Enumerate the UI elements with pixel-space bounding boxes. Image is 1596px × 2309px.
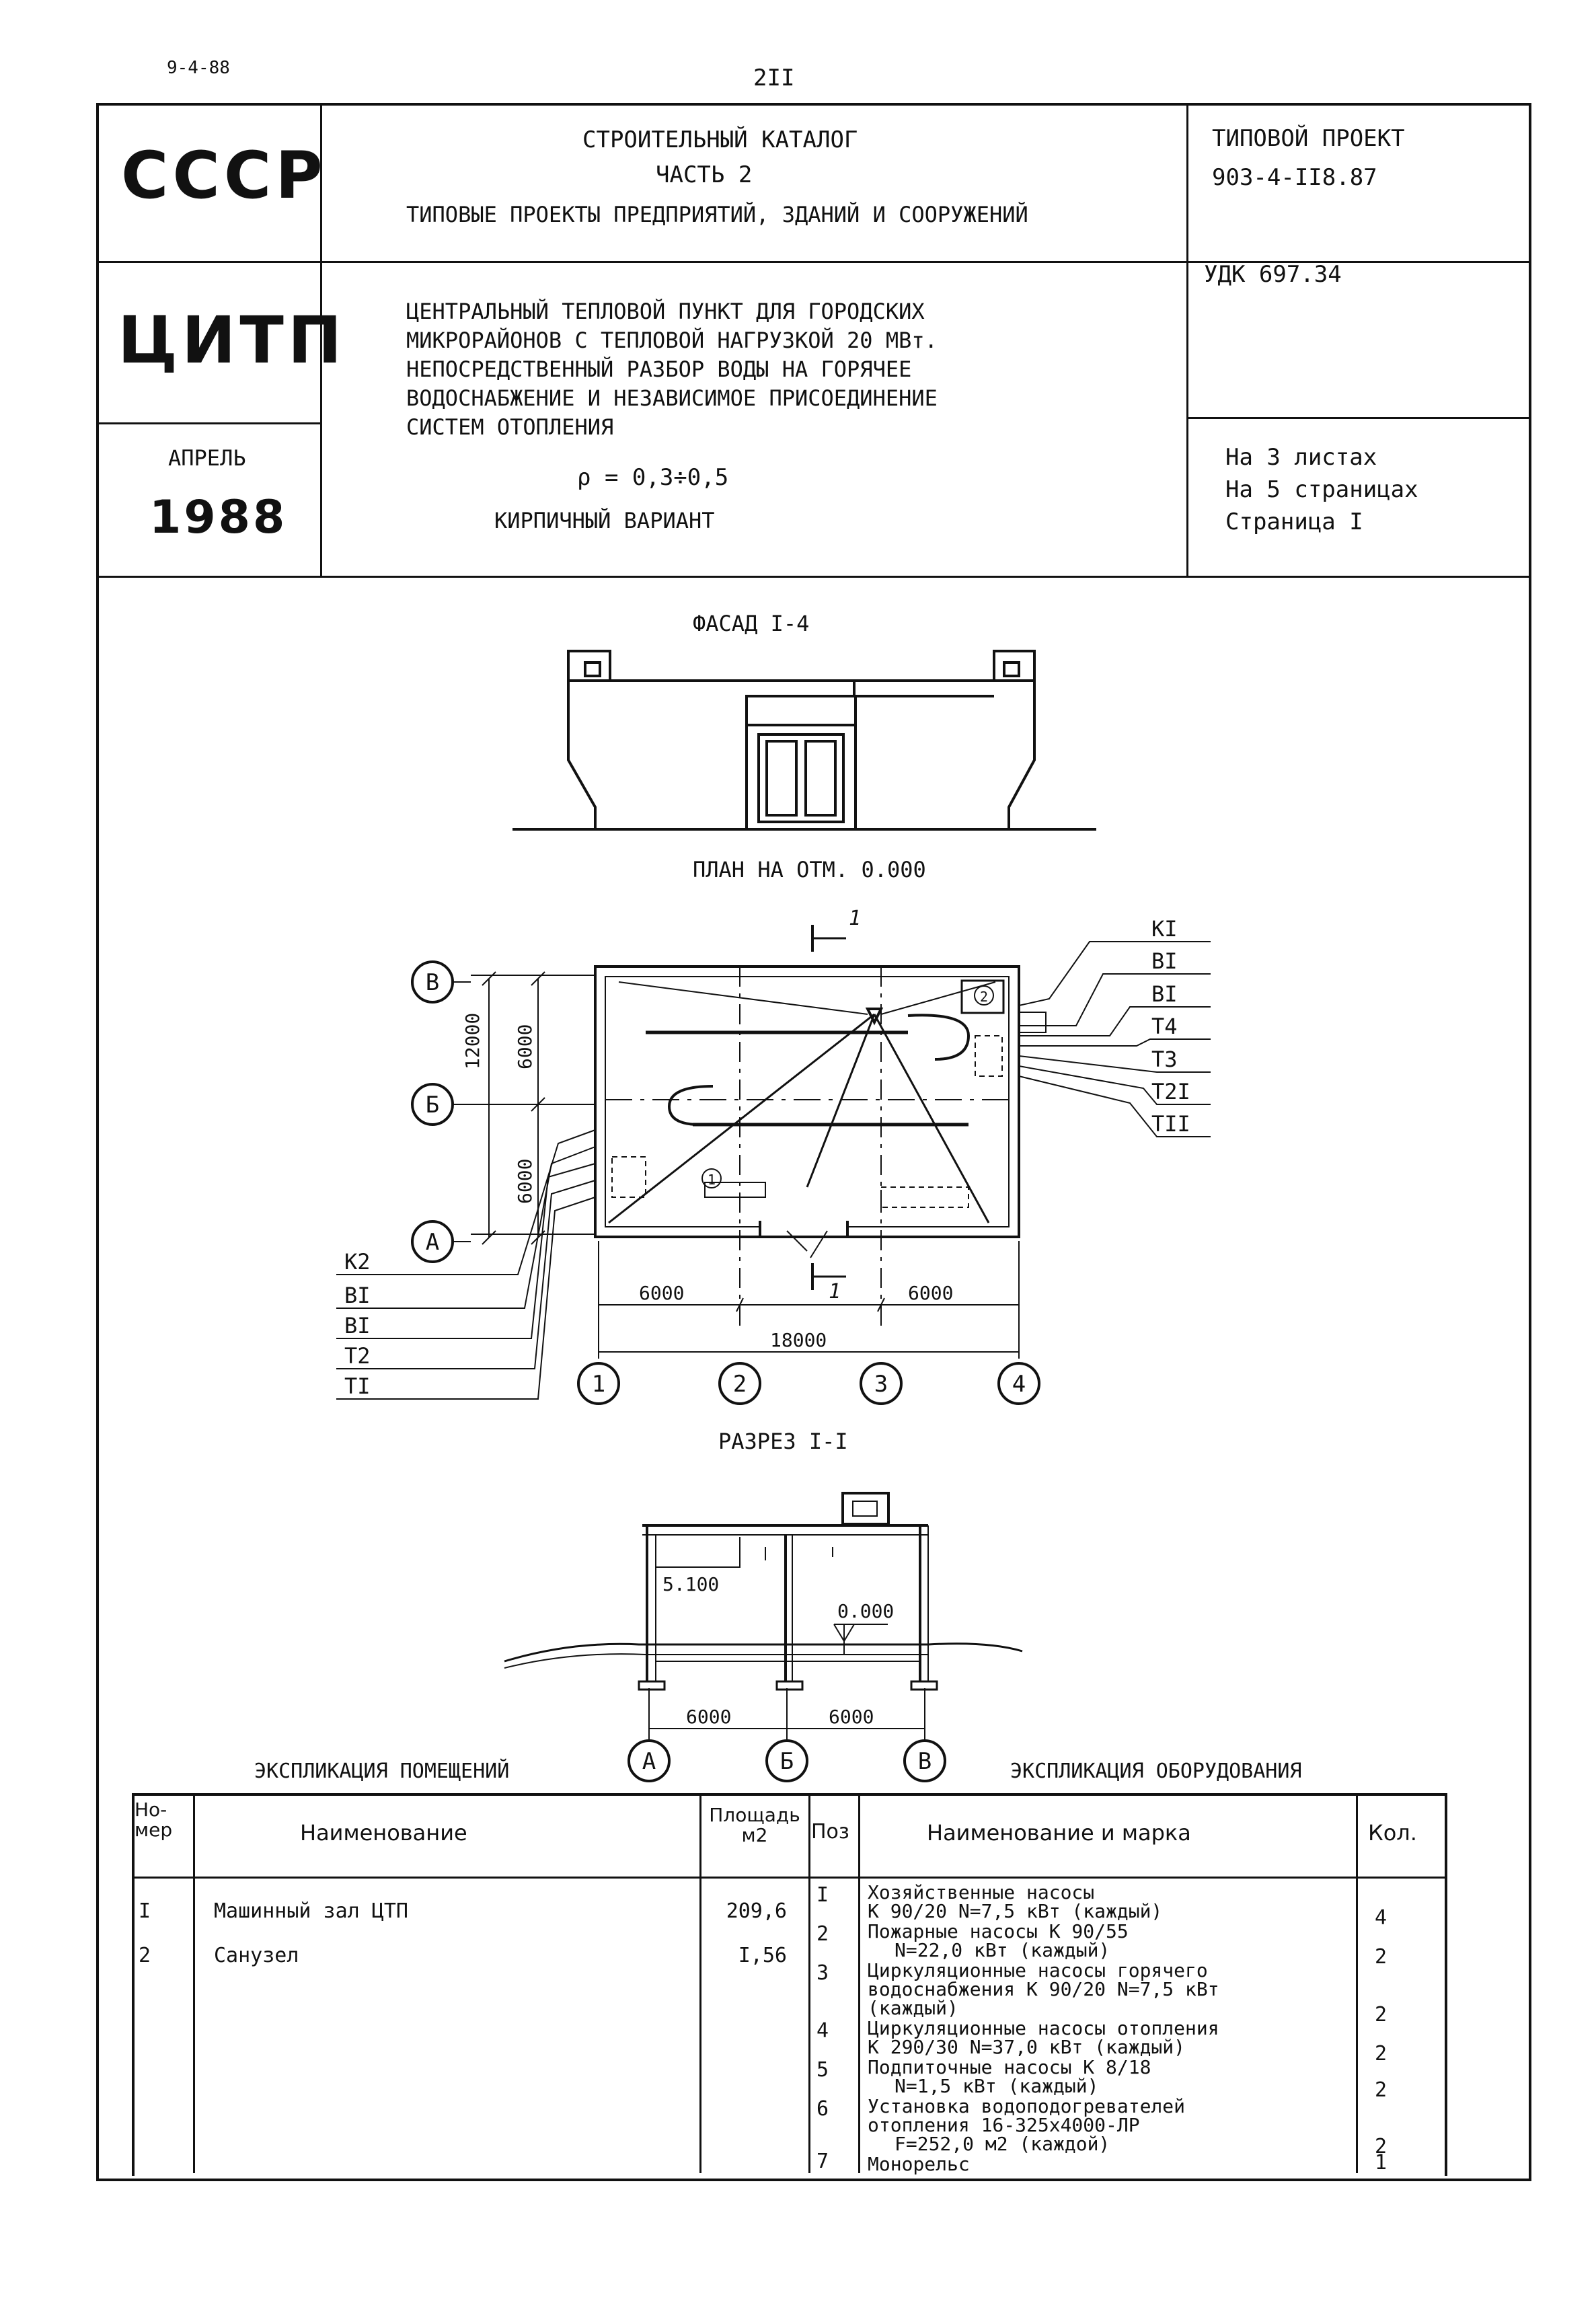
pipe-label-v1-a: ВI <box>1151 948 1178 974</box>
list-item: Пожарные насосы К 90/55 N=22,0 кВт (кажд… <box>868 1920 1129 1961</box>
catalog-subtitle: ТИПОВЫЕ ПРОЕКТЫ ПРЕДПРИЯТИЙ, ЗДАНИЙ И СО… <box>406 202 1028 227</box>
dim-12000: 12000 <box>461 1013 484 1069</box>
axis-bubble-3: 3 <box>874 1371 888 1398</box>
plan-title: ПЛАН НА ОТМ. 0.000 <box>693 857 926 882</box>
facade-title: ФАСАД I-4 <box>693 611 810 636</box>
section-title: РАЗРЕЗ I-I <box>718 1429 848 1454</box>
table-row: Машинный зал ЦТП <box>214 1899 408 1923</box>
page-frame <box>96 103 1531 2181</box>
table-row: I <box>139 1899 151 1923</box>
list-item: Установка водоподогревателей отопления 1… <box>868 2095 1186 2155</box>
rooms-header-number: Но-мер <box>135 1799 173 1841</box>
document-code: 9-4-88 <box>167 58 230 78</box>
section-axis-v: В <box>918 1748 932 1775</box>
axis-bubble-4: 4 <box>1012 1371 1026 1398</box>
equipment-pos: 6 <box>816 2097 829 2121</box>
table-row: 2 <box>139 1944 151 1967</box>
year-label: 1988 <box>149 491 288 544</box>
list-item: Циркуляционные насосы отопления К 290/30… <box>868 2017 1219 2058</box>
section-axis-a: А <box>642 1748 656 1775</box>
equipment-header-pos: Поз <box>811 1820 849 1844</box>
pipe-label-k1: КI <box>1151 916 1178 942</box>
project-label: ТИПОВОЙ ПРОЕКТ <box>1212 125 1405 152</box>
height-mark: 5.100 <box>662 1573 719 1595</box>
equipment-pos: 4 <box>816 2019 829 2043</box>
country-label: СССР <box>121 138 327 213</box>
pipe-label-t11: ТII <box>1151 1111 1190 1137</box>
equipment-list: Хозяйственные насосы К 90/20 N=7,5 кВт (… <box>868 1883 1352 2175</box>
equipment-qty: 1 <box>1375 2151 1388 2174</box>
room-mark-2: 2 <box>980 989 988 1005</box>
equipment-qty: 2 <box>1375 2135 1388 2158</box>
list-item: Подпиточные насосы К 8/18 N=1,5 кВт (каж… <box>868 2056 1151 2097</box>
equipment-header-qty: Кол. <box>1368 1820 1417 1846</box>
pipe-label-v1-c: ВI <box>344 1283 371 1308</box>
equipment-qty: 2 <box>1375 2042 1388 2066</box>
dim-6000-left: 6000 <box>639 1282 684 1304</box>
section-dim-left: 6000 <box>686 1706 731 1728</box>
page-number: 2II <box>753 65 795 91</box>
axis-bubble-1: 1 <box>592 1371 605 1398</box>
rooms-table-title: ЭКСПЛИКАЦИЯ ПОМЕЩЕНИЙ <box>254 1759 510 1783</box>
axis-bubble-v: В <box>426 969 439 996</box>
current-page: Страница I <box>1225 508 1363 535</box>
pipe-label-v1-b: ВI <box>1151 981 1178 1007</box>
table-row: 209,6 <box>726 1899 787 1923</box>
axis-bubble-a: А <box>426 1229 439 1256</box>
equipment-qty: 2 <box>1375 1945 1388 1969</box>
equipment-header-name: Наименование и марка <box>927 1820 1191 1846</box>
pipe-label-t4: Т4 <box>1151 1014 1178 1039</box>
catalog-title: СТРОИТЕЛЬНЫЙ КАТАЛОГ <box>582 126 858 153</box>
table-row: I,56 <box>738 1944 787 1967</box>
udk-label: УДК 697.34 <box>1204 261 1342 288</box>
pipe-label-t1: ТI <box>344 1373 371 1399</box>
equipment-pos: 5 <box>816 2058 829 2082</box>
pipe-label-t21: Т2I <box>1151 1079 1190 1104</box>
rooms-header-area: Площадь м2 <box>709 1804 800 1846</box>
table-row: Санузел <box>214 1944 299 1967</box>
equipment-qty: 2 <box>1375 2078 1388 2102</box>
room-mark-1: 1 <box>708 1172 716 1188</box>
dim-18000: 18000 <box>770 1329 827 1351</box>
list-item: Монорельс <box>868 2153 970 2175</box>
equipment-pos: 2 <box>816 1922 829 1946</box>
section-mark-top: 1 <box>849 907 861 930</box>
zero-mark: 0.000 <box>837 1600 894 1622</box>
organization-label: ЦИТП <box>118 303 346 378</box>
equipment-pos: 7 <box>816 2150 829 2173</box>
dim-6000-right: 6000 <box>908 1282 953 1304</box>
sheets-count: На 3 листах <box>1225 444 1377 471</box>
equipment-pos: 3 <box>816 1961 829 1985</box>
explication-tables <box>132 1793 1447 2176</box>
pages-count: На 5 страницах <box>1225 476 1418 503</box>
list-item: Циркуляционные насосы горячего водоснабж… <box>868 1959 1219 2019</box>
catalog-part: ЧАСТЬ 2 <box>656 161 753 188</box>
rho-value: ρ = 0,3÷0,5 <box>577 464 729 491</box>
axis-bubble-b: Б <box>426 1092 439 1119</box>
dim-6000-upper: 6000 <box>514 1024 536 1069</box>
equipment-table-title: ЭКСПЛИКАЦИЯ ОБОРУДОВАНИЯ <box>1010 1759 1302 1783</box>
equipment-pos: I <box>816 1883 829 1907</box>
list-item: Хозяйственные насосы К 90/20 N=7,5 кВт (… <box>868 1881 1163 1922</box>
section-mark-bottom: 1 <box>829 1280 841 1303</box>
dim-6000-lower: 6000 <box>514 1159 536 1204</box>
equipment-qty: 4 <box>1375 1906 1388 1930</box>
pipe-label-t2: Т2 <box>344 1343 371 1369</box>
axis-bubble-2: 2 <box>733 1371 747 1398</box>
variant-label: КИРПИЧНЫЙ ВАРИАНТ <box>494 508 715 533</box>
section-dim-right: 6000 <box>829 1706 874 1728</box>
project-number: 903-4-II8.87 <box>1212 164 1377 191</box>
section-axis-b: Б <box>780 1748 794 1775</box>
pipe-label-t3: Т3 <box>1151 1047 1178 1072</box>
rooms-header-name: Наименование <box>300 1820 467 1846</box>
project-description: ЦЕНТРАЛЬНЫЙ ТЕПЛОВОЙ ПУНКТ ДЛЯ ГОРОДСКИХ… <box>406 299 938 440</box>
pipe-label-v1-d: ВI <box>344 1313 371 1338</box>
pipe-label-k2: К2 <box>344 1249 371 1275</box>
month-label: АПРЕЛЬ <box>168 445 246 471</box>
equipment-qty: 2 <box>1375 2003 1388 2027</box>
